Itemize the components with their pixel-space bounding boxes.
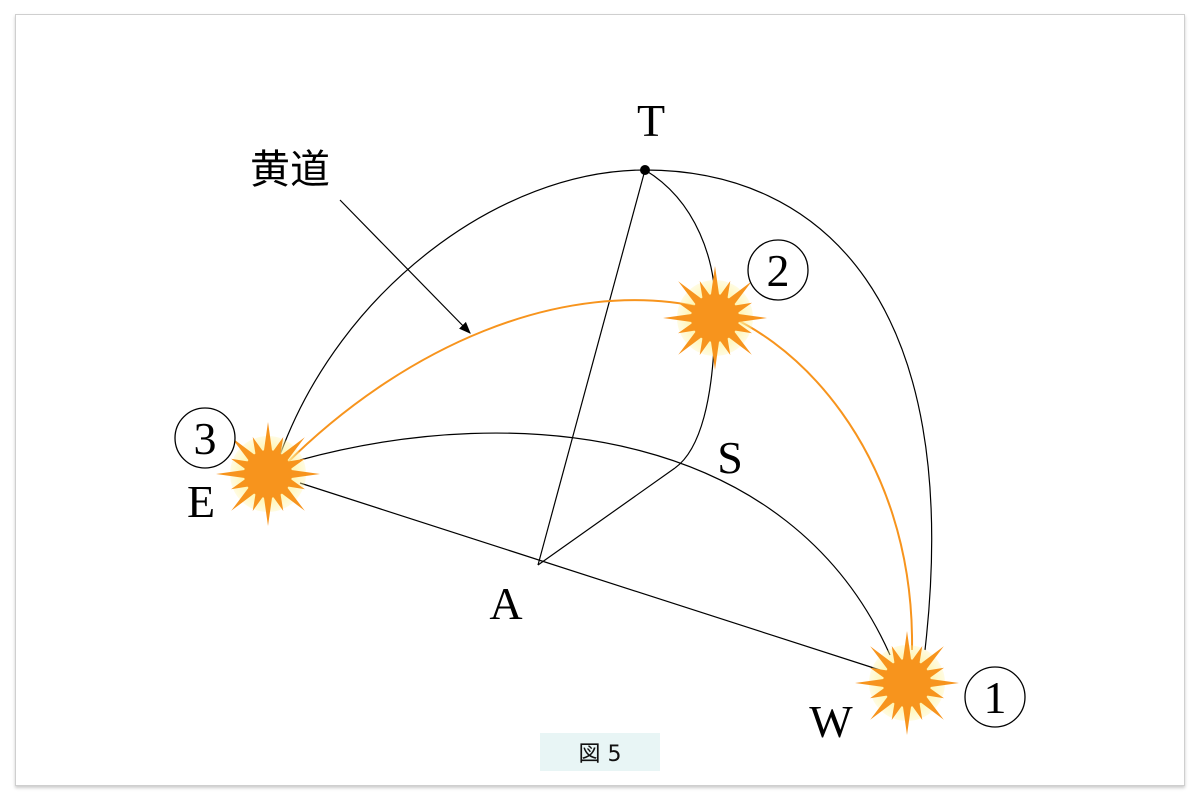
label-T: T	[637, 95, 665, 146]
sun-icon	[244, 450, 292, 498]
line-A-S	[537, 467, 676, 566]
sun-position-2	[663, 266, 767, 370]
label-W: W	[809, 696, 853, 747]
figure-caption: 図 5	[540, 733, 660, 771]
point-T	[640, 165, 650, 175]
marker-2: 2	[767, 245, 790, 296]
marker-3: 3	[194, 413, 217, 464]
label-A: A	[489, 578, 522, 629]
line-A-T	[537, 169, 646, 566]
marker-circle-1	[964, 666, 1026, 728]
meridian-great-circle	[279, 169, 933, 651]
figure-frame	[15, 14, 1185, 786]
sun-icon	[883, 659, 931, 707]
ecliptic-pointer-arrow	[339, 199, 471, 334]
marker-1: 1	[984, 672, 1007, 723]
label-ecliptic: 黄道	[250, 147, 330, 193]
marker-circle-2	[747, 239, 809, 301]
sun-position-3	[216, 422, 320, 526]
sun-icon	[691, 294, 739, 342]
line-E-W	[299, 482, 881, 671]
ecliptic-path	[284, 299, 914, 651]
sun-position-1	[855, 631, 959, 735]
label-S: S	[717, 432, 743, 483]
label-E: E	[187, 476, 215, 527]
marker-circle-3	[174, 407, 236, 469]
horizon-arc	[299, 432, 891, 656]
